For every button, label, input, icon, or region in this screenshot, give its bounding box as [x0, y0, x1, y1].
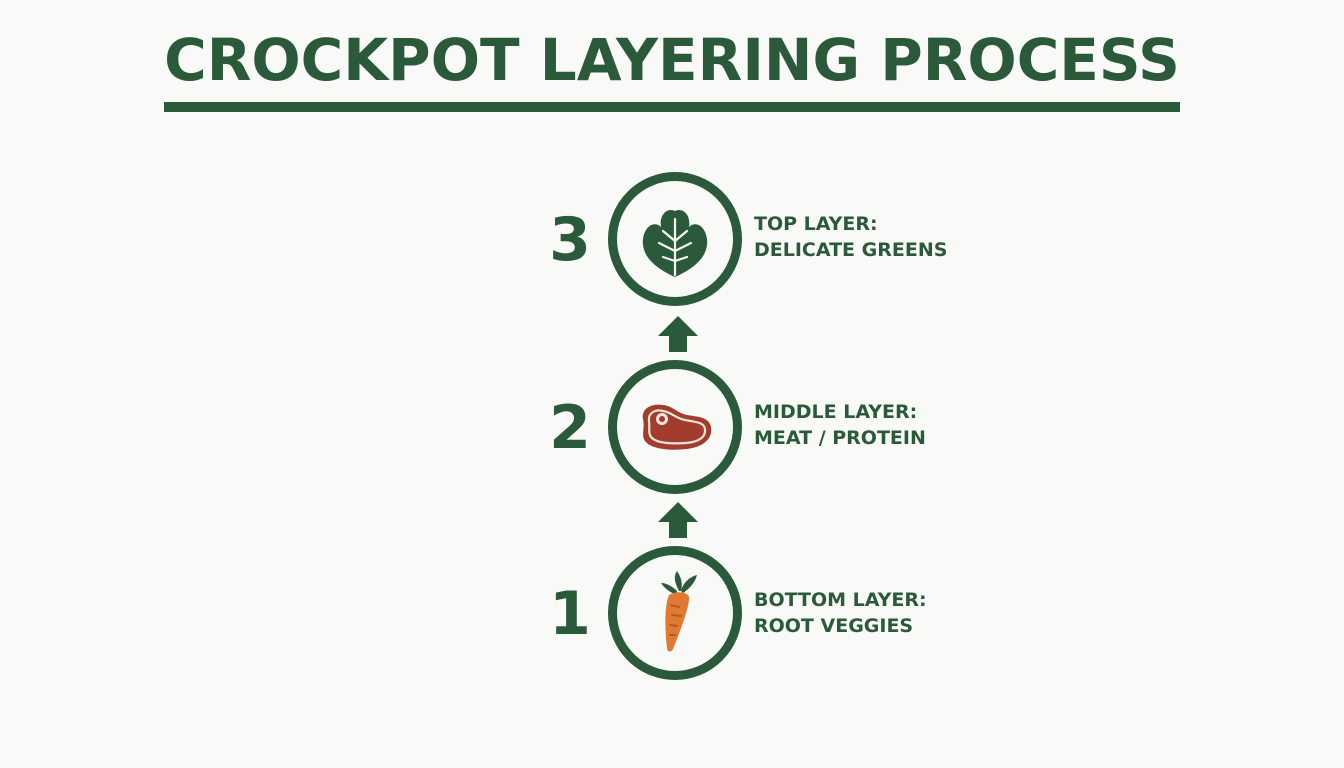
- layer-3-label-title: TOP LAYER:: [754, 213, 878, 235]
- layer-2-label-title: MIDDLE LAYER:: [754, 401, 918, 423]
- steak-icon: [642, 404, 712, 450]
- carrot-icon: [661, 571, 697, 652]
- layer-2-label-desc: MEAT / PROTEIN: [754, 427, 926, 449]
- layer-2-number: 2: [549, 393, 591, 463]
- layer-2-circle: [608, 360, 742, 494]
- title-underline: [164, 102, 1180, 112]
- layer-3-label-desc: DELICATE GREENS: [754, 239, 948, 261]
- layer-1-label-title: BOTTOM LAYER:: [754, 589, 927, 611]
- layer-3-circle: [608, 172, 742, 306]
- up-arrow-icon: [656, 314, 700, 354]
- up-arrow-icon: [656, 500, 700, 540]
- layer-1-circle: [608, 546, 742, 680]
- layer-1-label-desc: ROOT VEGGIES: [754, 615, 914, 637]
- layer-1-number: 1: [549, 579, 591, 649]
- leafy-greens-icon: [642, 209, 708, 277]
- page-title: CROCKPOT LAYERING PROCESS: [164, 26, 1180, 94]
- layer-3-number: 3: [549, 205, 591, 275]
